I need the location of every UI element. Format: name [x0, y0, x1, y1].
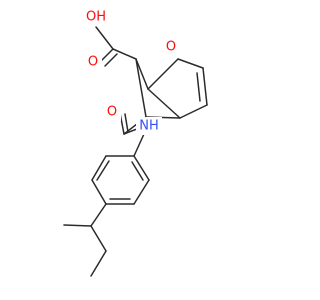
label-backdrop: [103, 103, 121, 121]
bond: [63, 224, 92, 227]
bond: [91, 155, 107, 181]
bond: [90, 250, 107, 277]
double-bond-inner: [124, 113, 129, 133]
label-backdrop: [162, 38, 180, 56]
bond: [91, 179, 107, 205]
bond: [135, 58, 149, 90]
bond: [135, 58, 147, 118]
double-bond-inner: [104, 53, 118, 67]
bond: [133, 179, 150, 205]
atom-label-o-bridge: O: [166, 40, 176, 55]
double-bond-inner: [196, 72, 201, 102]
bond: [179, 104, 208, 119]
atom-label-amide-o: O: [107, 105, 117, 120]
label-backdrop: [82, 8, 112, 26]
bond: [100, 48, 114, 62]
aromatic-inner-bond: [96, 160, 110, 181]
bond: [202, 67, 208, 106]
atom-label-carbonyl-o: O: [88, 55, 98, 70]
bond: [133, 155, 150, 181]
bond: [90, 225, 107, 252]
bond: [177, 58, 204, 69]
bond: [147, 58, 179, 90]
label-backdrop: [136, 117, 162, 135]
label-backdrop: [84, 53, 102, 71]
aromatic-inner-bond: [131, 161, 144, 181]
bond: [90, 203, 107, 227]
molecule-canvas: O OH O O NH: [63, 8, 208, 277]
bond: [95, 26, 114, 50]
atom-label-nh: NH: [139, 119, 159, 134]
bond: [112, 48, 137, 60]
atom-label-hydroxyl: OH: [86, 10, 106, 25]
atom-labels: O OH O O NH: [82, 8, 180, 135]
molecule-structure: O OH O O NH: [63, 8, 208, 277]
bond: [147, 88, 181, 119]
bond: [133, 133, 145, 157]
